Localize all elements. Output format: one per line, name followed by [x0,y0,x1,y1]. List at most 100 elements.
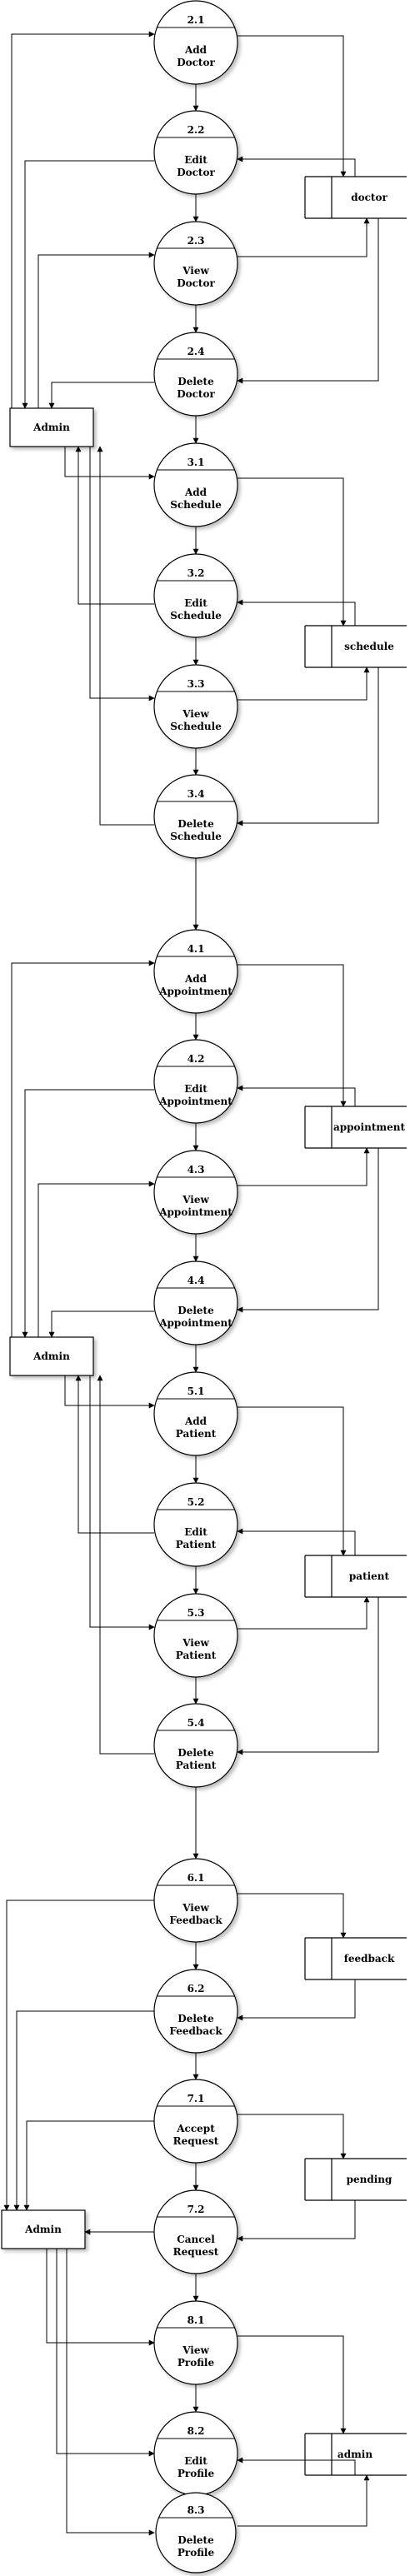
process-3-1[interactable]: 3.1 Add Schedule [153,442,238,527]
store-to-process-arrow [237,1979,356,2021]
store-label: schedule [344,641,394,652]
process-number: 3.1 [188,457,205,468]
process-name-line2: Feedback [169,1915,222,1926]
process-number: 2.1 [188,14,205,26]
process-name-line2: Patient [176,1760,217,1771]
process-name-line2: Request [173,2246,219,2258]
process-name-line2: Doctor [177,277,215,289]
process-name-line2: Profile [178,2468,215,2479]
process-2-1[interactable]: 2.1 Add Doctor [153,0,238,85]
process-2-2[interactable]: 2.2 Edit Doctor [153,110,238,195]
store-patient[interactable]: patient [304,1555,407,1598]
process-3-4[interactable]: 3.4 Delete Schedule [153,774,238,859]
process-name-line2: Feedback [169,2025,222,2037]
process-number: 8.3 [188,2504,205,2516]
process-name-line2: Schedule [170,610,222,622]
process-number: 4.4 [188,1275,205,1286]
process-5-1[interactable]: 5.1 Add Patient [153,1371,238,1456]
process-number: 3.4 [188,788,205,800]
store-to-process-arrow [237,1597,379,1755]
store-to-process-arrow [237,156,356,177]
store-to-process-arrow [237,1148,379,1313]
process-to-admin-arrow [3,1900,154,2211]
admin-to-process-arrow [66,2249,155,2536]
store-label: pending [347,2174,392,2185]
store-pending[interactable]: pending [304,2158,407,2201]
process-name-line1: Delete [178,818,214,830]
process-3-3[interactable]: 3.3 View Schedule [153,664,238,749]
entity-label: Admin [32,1350,70,1362]
process-name-line2: Appointment [158,1096,232,1107]
store-to-process-arrow [237,2200,356,2242]
process-number: 4.2 [188,1053,205,1065]
process-to-store-arrow [238,1596,370,1630]
store-admin[interactable]: admin [304,2433,407,2476]
admin-to-process-arrow [64,1375,155,1409]
store-label: appointment [333,1121,405,1133]
store-feedback[interactable]: feedback [304,1937,407,1980]
process-name-line2: Patient [176,1539,217,1550]
process-to-admin-arrow [23,2120,154,2211]
process-number: 5.3 [188,1607,205,1619]
process-name-line1: Delete [178,1305,214,1316]
process-to-store-arrow [238,35,347,177]
store-to-process-arrow [237,1528,356,1555]
process-3-2[interactable]: 3.2 Edit Schedule [153,553,238,638]
process-to-store-arrow [238,1147,370,1186]
process-6-2[interactable]: 6.2 Delete Feedback [153,1969,238,2054]
process-2-3[interactable]: 2.3 View Doctor [153,221,238,306]
process-5-2[interactable]: 5.2 Edit Patient [153,1482,238,1567]
process-to-admin-arrow [97,1375,154,1755]
process-name-line1: View [182,2344,209,2356]
process-number: 7.2 [188,2204,205,2215]
entity-admin-3[interactable]: Admin [1,2209,86,2249]
process-4-2[interactable]: 4.2 Edit Appointment [153,1039,238,1124]
store-doctor[interactable]: doctor [304,176,407,219]
process-name-line2: Doctor [177,388,215,400]
process-name-line1: Delete [178,1747,214,1759]
store-label: doctor [351,192,388,203]
process-6-1[interactable]: 6.1 View Feedback [153,1858,238,1943]
store-to-process-arrow [237,1085,356,1106]
process-8-2[interactable]: 8.2 Edit Profile [153,2411,238,2496]
entity-admin-1[interactable]: Admin [9,407,94,447]
process-8-1[interactable]: 8.1 View Profile [153,2300,238,2385]
process-name-line2: Appointment [158,1206,232,1218]
process-name-line1: View [182,708,209,720]
process-name-line1: Edit [184,1083,208,1095]
process-name-line1: Delete [178,376,214,387]
process-7-1[interactable]: 7.1 Accept Request [153,2079,238,2164]
process-name-line2: Profile [178,2357,215,2369]
process-number: 7.1 [188,2093,205,2104]
process-4-4[interactable]: 4.4 Delete Appointment [153,1261,238,1345]
process-name-line1: Delete [178,2013,214,2024]
store-schedule[interactable]: schedule [304,625,407,668]
process-name-line1: Add [184,1415,208,1427]
process-name-line1: Edit [184,1526,208,1538]
process-to-store-arrow [238,2474,370,2527]
process-to-admin-arrow [22,1089,154,1338]
process-number: 2.2 [188,124,205,136]
process-to-store-arrow [238,477,347,627]
process-5-4[interactable]: 5.4 Delete Patient [153,1703,238,1788]
process-to-admin-arrow [48,1310,154,1338]
process-name-line2: Doctor [177,57,215,68]
flow-lines [3,31,379,2536]
process-name-line2: Patient [176,1650,217,1661]
store-appointment[interactable]: appointment [304,1106,407,1149]
process-2-4[interactable]: 2.4 Delete Doctor [153,332,238,417]
process-5-3[interactable]: 5.3 View Patient [153,1593,238,1678]
process-4-1[interactable]: 4.1 Add Appointment [153,929,238,1014]
process-8-3[interactable]: 8.3 Delete Profile [155,2492,237,2574]
process-number: 8.1 [188,2314,205,2326]
process-name-line1: Accept [176,2123,215,2134]
process-name-line1: View [182,1637,209,1649]
process-4-3[interactable]: 4.3 View Appointment [153,1150,238,1235]
admin-to-process-arrow [56,2249,155,2457]
admin-to-process-arrow [38,1181,155,1337]
admin-to-process-arrow [38,252,155,408]
process-7-2[interactable]: 7.2 Cancel Request [153,2189,238,2274]
process-number: 6.1 [188,1872,205,1884]
entity-admin-2[interactable]: Admin [9,1336,94,1376]
